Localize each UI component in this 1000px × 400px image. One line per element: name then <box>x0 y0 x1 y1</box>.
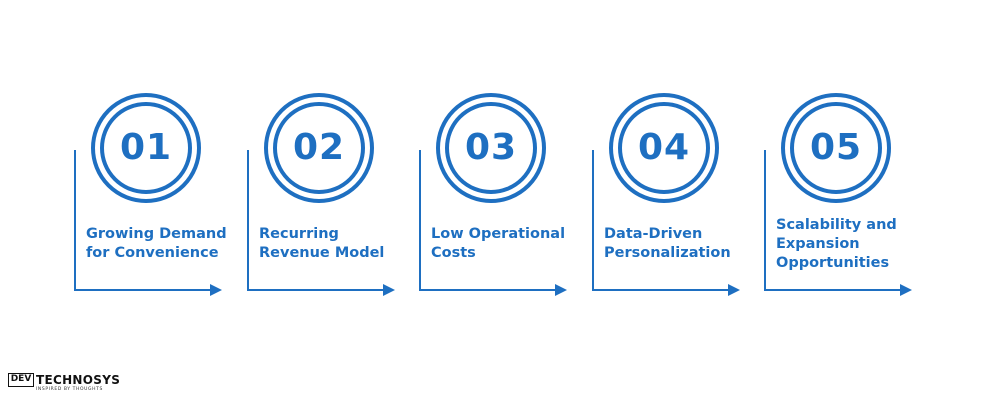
brand-tagline: INSPIRED BY THOUGHTS <box>36 387 103 392</box>
step-2: 02 Recurring Revenue Model <box>247 0 419 400</box>
step-number: 02 <box>292 127 346 168</box>
brand-mark: DEV <box>8 373 34 387</box>
step-number: 03 <box>464 127 518 168</box>
arrow-right-icon <box>383 284 395 296</box>
step-number: 05 <box>809 127 863 168</box>
step-number: 01 <box>119 127 173 168</box>
step-frame <box>247 93 395 296</box>
step-frame <box>74 93 222 296</box>
step-5: 05 Scalability and Expansion Opportuniti… <box>764 0 936 400</box>
step-label: Low Operational Costs <box>431 226 566 261</box>
brand-logo: DEV TECHNOSYS INSPIRED BY THOUGHTS <box>8 372 138 394</box>
step-label: Scalability and Expansion Opportunities <box>776 216 897 271</box>
step-label: Recurring Revenue Model <box>259 226 385 261</box>
step-3: 03 Low Operational Costs <box>419 0 591 400</box>
step-frame <box>592 93 740 296</box>
step-frame <box>419 93 567 296</box>
arrow-right-icon <box>900 284 912 296</box>
step-1: 01 Growing Demand for Convenience <box>74 0 246 400</box>
step-number: 04 <box>637 127 691 168</box>
step-4: 04 Data-Driven Personalization <box>592 0 764 400</box>
step-frame <box>764 93 912 296</box>
step-label: Growing Demand for Convenience <box>86 226 227 261</box>
arrow-right-icon <box>555 284 567 296</box>
step-label: Data-Driven Personalization <box>604 226 731 261</box>
arrow-right-icon <box>210 284 222 296</box>
brand-wordmark: TECHNOSYS <box>36 373 121 387</box>
arrow-right-icon <box>728 284 740 296</box>
